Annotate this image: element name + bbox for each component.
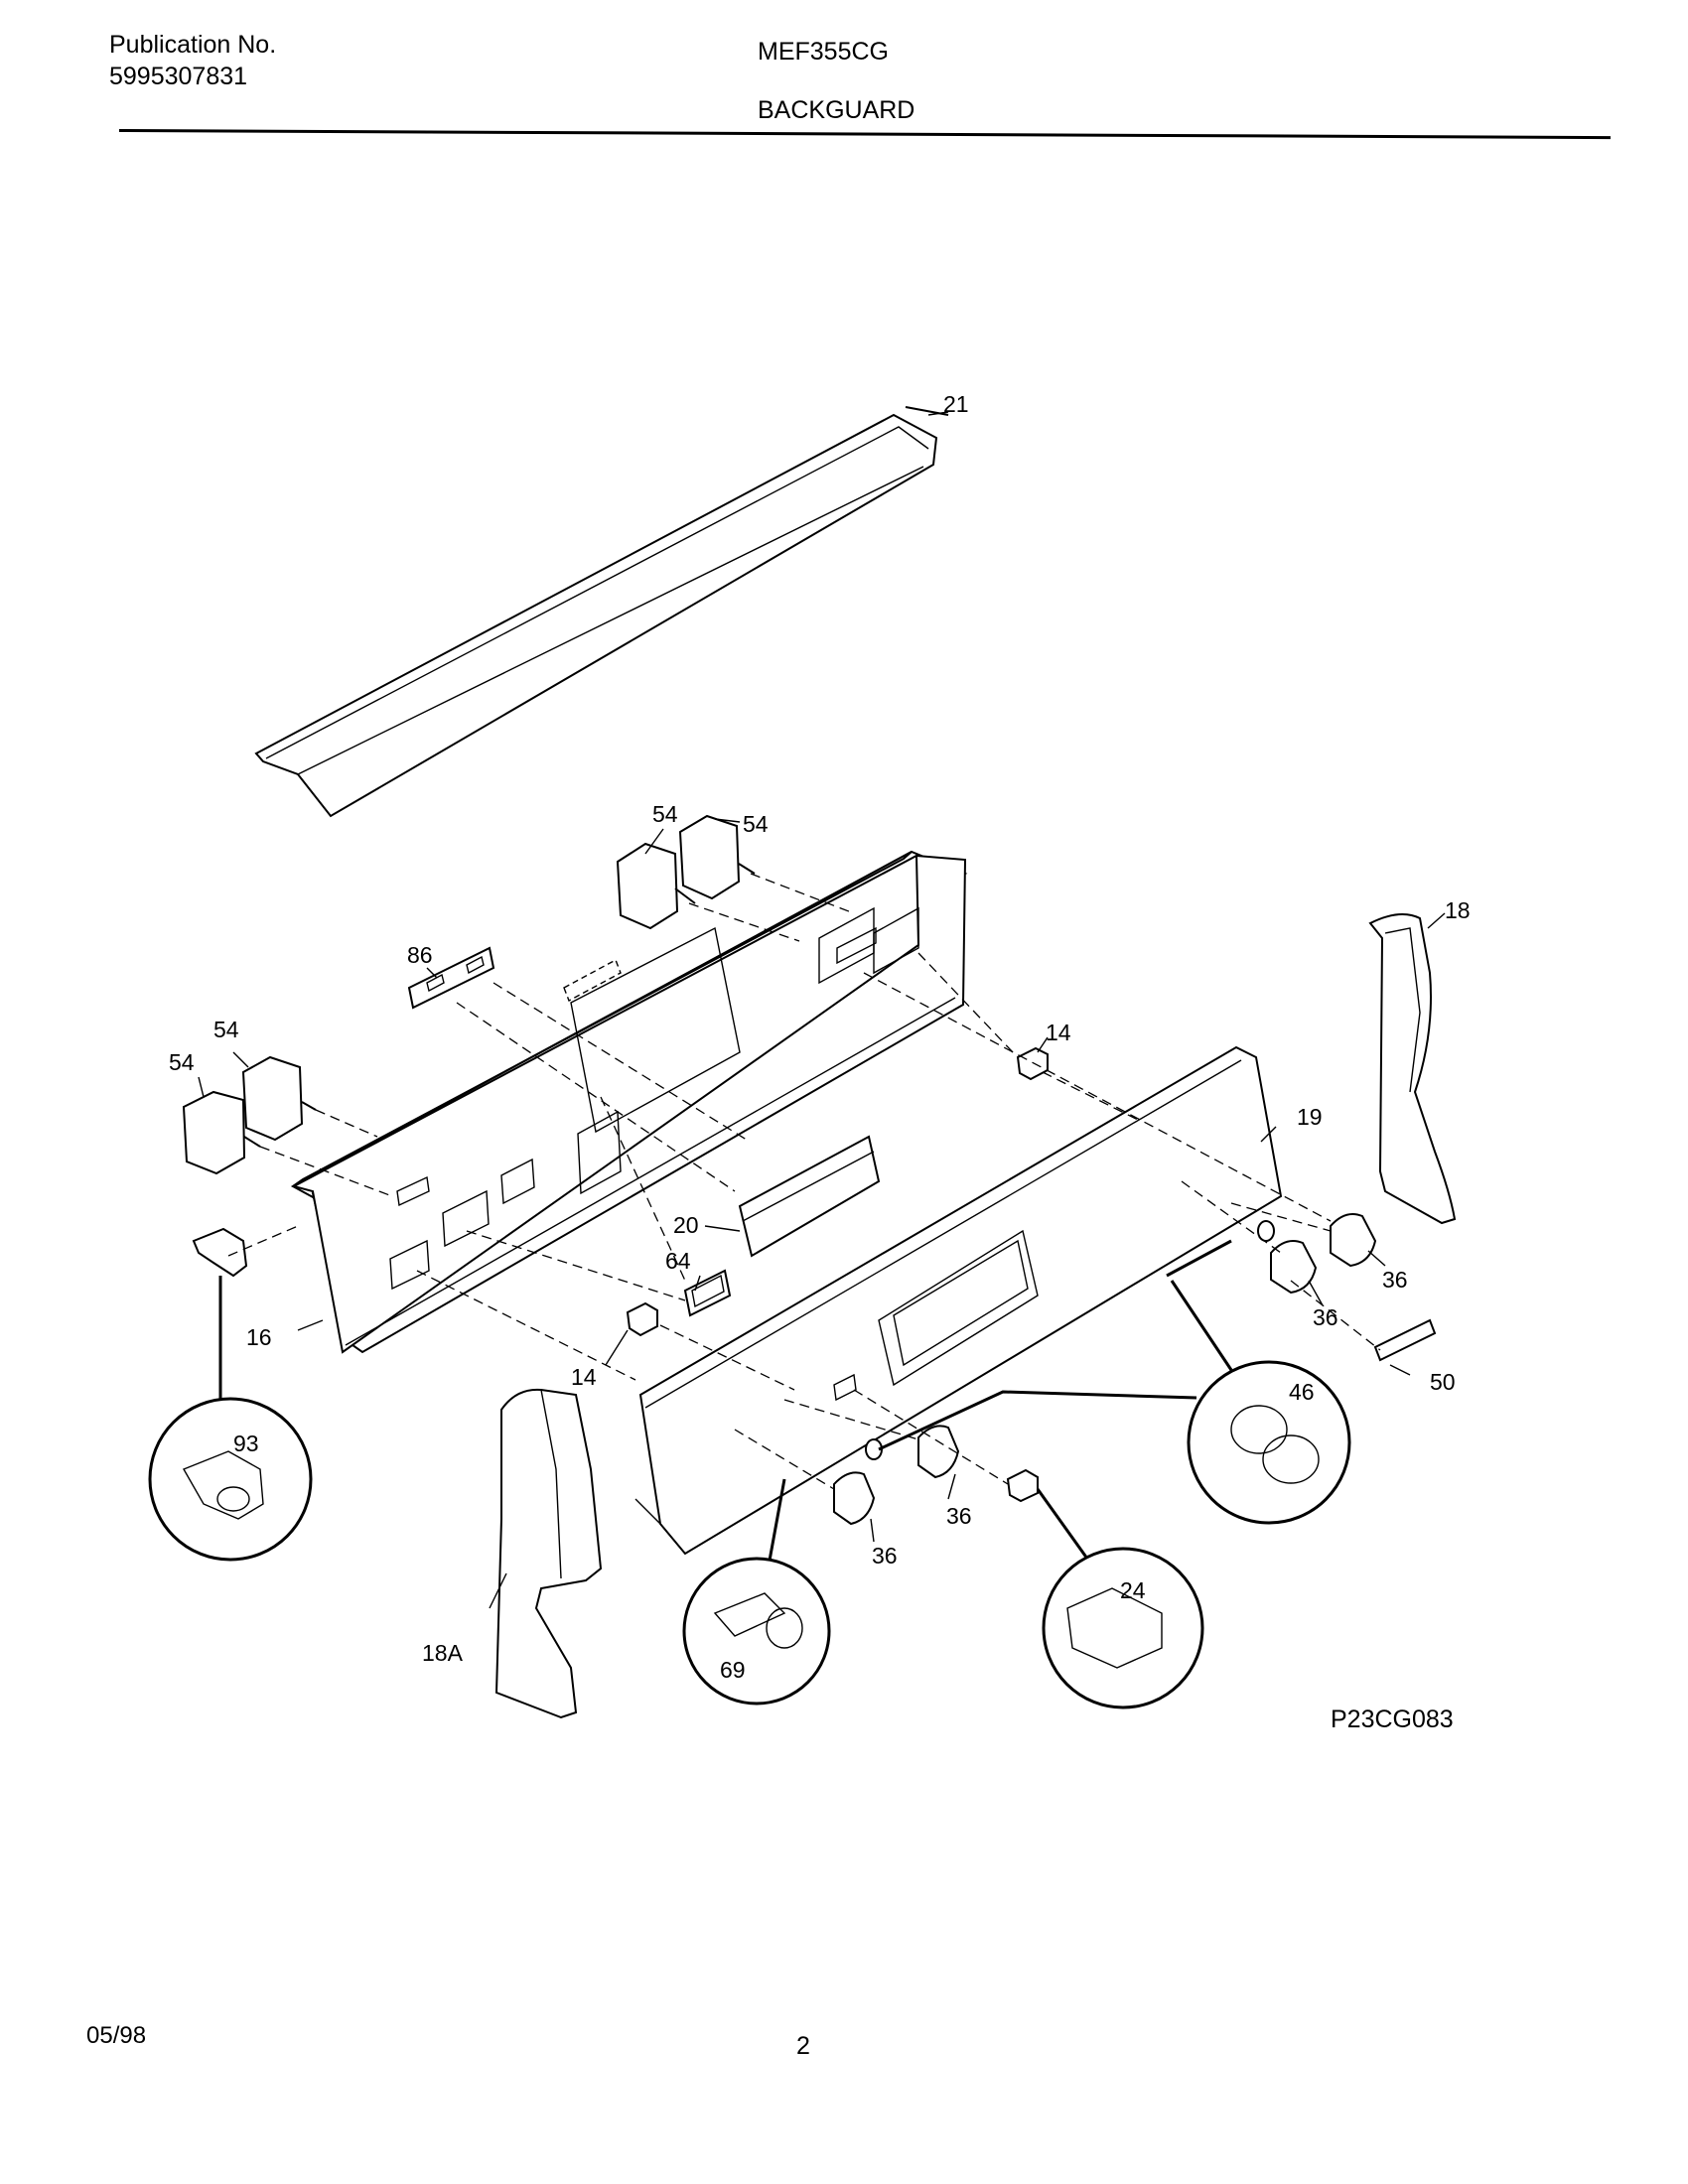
label-14-b: 14 <box>571 1364 597 1390</box>
label-36-a: 36 <box>1382 1267 1408 1293</box>
footer-date: 05/98 <box>86 2022 147 2049</box>
part-46-knob-insert-small <box>865 1220 1275 1460</box>
label-18: 18 <box>1445 897 1471 923</box>
label-14-a: 14 <box>1046 1020 1071 1045</box>
part-18-end-cap-right <box>1368 913 1457 1225</box>
part-18A-end-cap-left <box>494 1388 603 1719</box>
label-64: 64 <box>665 1248 691 1274</box>
part-number-labels: 21 54 54 54 54 18 86 14 19 20 64 16 14 3… <box>169 391 1471 1683</box>
label-69: 69 <box>720 1657 746 1683</box>
callout-24 <box>1036 1488 1204 1709</box>
label-36-b: 36 <box>1313 1304 1338 1330</box>
part-36-knobs <box>833 1213 1377 1526</box>
part-64-lens <box>683 1269 732 1317</box>
model-number: MEF355CG <box>758 38 889 66</box>
label-21: 21 <box>943 391 969 417</box>
page-number: 2 <box>796 2032 810 2060</box>
part-14-indicator-lights <box>626 1046 1049 1337</box>
part-24-switch-small <box>1006 1468 1039 1503</box>
callout-69 <box>682 1478 831 1706</box>
label-86: 86 <box>407 942 433 968</box>
label-36-c: 36 <box>946 1503 972 1529</box>
label-54-c: 54 <box>213 1017 239 1042</box>
leader-lines <box>198 411 1446 1609</box>
label-19: 19 <box>1297 1104 1323 1130</box>
part-86-board <box>407 946 495 1010</box>
part-20-timer <box>738 1135 881 1258</box>
part-50-trim <box>1373 1318 1437 1362</box>
part-93-bracket <box>192 1227 248 1278</box>
label-93: 93 <box>233 1431 259 1456</box>
part-54-switches-top <box>616 814 756 930</box>
label-20: 20 <box>673 1212 699 1238</box>
section-title: BACKGUARD <box>758 96 915 124</box>
publication-number: 5995307831 <box>109 63 248 90</box>
label-54-a: 54 <box>652 801 678 827</box>
callout-line-36-right <box>1166 1239 1232 1278</box>
callout-46 <box>878 1280 1351 1525</box>
part-54-switches-left <box>182 1055 317 1175</box>
label-24: 24 <box>1120 1577 1146 1603</box>
label-50: 50 <box>1430 1369 1456 1395</box>
figure-code: P23CG083 <box>1331 1706 1454 1733</box>
label-18A: 18A <box>422 1640 464 1666</box>
assembly-lines <box>227 873 1381 1490</box>
label-46: 46 <box>1289 1379 1315 1405</box>
callout-93 <box>148 1276 313 1562</box>
label-36-d: 36 <box>872 1543 898 1569</box>
part-21-top-trim <box>254 406 949 818</box>
part-19-front-console <box>634 1045 1283 1556</box>
label-54-d: 54 <box>169 1049 195 1075</box>
label-16: 16 <box>246 1324 272 1350</box>
label-54-b: 54 <box>743 811 769 837</box>
publication-label: Publication No. <box>109 31 277 59</box>
